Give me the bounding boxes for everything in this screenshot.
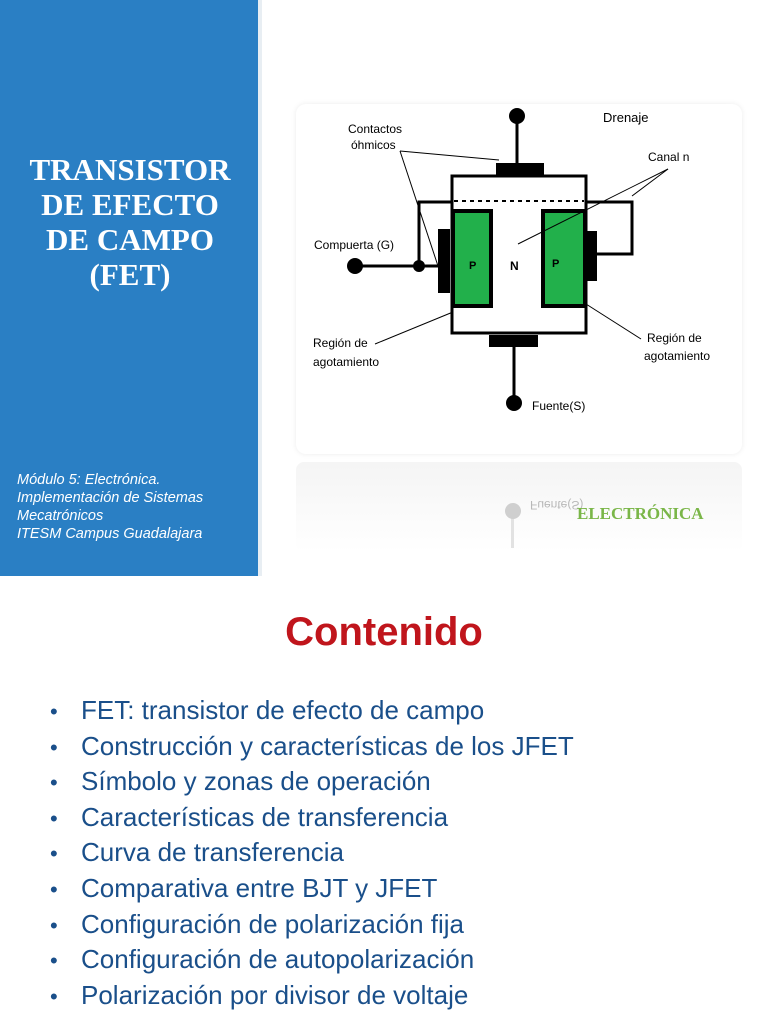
- list-item-text: FET: transistor de efecto de campo: [81, 695, 485, 725]
- panel-divider: [258, 0, 262, 576]
- list-item: • Curva de transferencia: [50, 835, 574, 871]
- list-item-text: Polarización por divisor de voltaje: [81, 979, 469, 1010]
- leader-line: [631, 168, 669, 197]
- leader-line: [585, 303, 642, 340]
- jfet-diagram: Drenaje Contactos óhmicos Canal n Compue…: [313, 108, 710, 413]
- reflection-stem: [511, 518, 514, 548]
- gate-label: Compuerta (G): [314, 238, 394, 252]
- leader-line: [399, 150, 439, 267]
- title-panel: [0, 0, 258, 576]
- bullet-icon: •: [50, 699, 58, 724]
- list-item-text: Construcción y características de los JF…: [81, 730, 574, 761]
- source-contact: [489, 335, 538, 347]
- list-item-text: Símbolo y zonas de operación: [81, 766, 431, 797]
- bullet-icon: •: [50, 770, 58, 796]
- list-item-text: Configuración de autopolarización: [81, 944, 475, 975]
- gate-wire-right: [586, 200, 634, 256]
- gate-wire-left: [417, 200, 452, 268]
- source-label: Fuente(S): [532, 399, 585, 413]
- reflection-label: Fuente(S): [530, 498, 584, 512]
- gate-contact-left: [438, 229, 450, 293]
- list-item: • Construcción y características de los J…: [50, 729, 574, 765]
- depletion-right-label: agotamiento: [644, 349, 710, 363]
- leader-line: [374, 311, 454, 345]
- brand-label: ELECTRÓNICA: [577, 504, 704, 523]
- list-item-text: Características de transferencia: [81, 801, 449, 832]
- channel-label: Canal n: [648, 150, 689, 164]
- subtitle-line: ITESM Campus Guadalajara: [17, 526, 203, 542]
- slide-title: TRANSISTOR DE EFECTO DE CAMPO (FET): [29, 152, 231, 292]
- list-item: • FET: transistor de efecto de campo: [50, 693, 574, 729]
- drain-contact: [496, 163, 544, 175]
- list-item-text: Configuración de polarización fija: [81, 908, 465, 939]
- depletion-left-label: agotamiento: [313, 355, 379, 369]
- bullet-icon: •: [50, 876, 58, 902]
- list-item-text: Curva de transferencia: [81, 837, 345, 868]
- subtitle-line: Implementación de Sistemas: [17, 490, 204, 506]
- list-item: • Configuración de autopolarización: [50, 942, 574, 978]
- p-region-left: [451, 209, 493, 308]
- bullet-icon: •: [50, 983, 58, 1009]
- list-item-text: Comparativa entre BJT y JFET: [81, 872, 438, 903]
- gate-junction: [413, 260, 425, 272]
- depletion-left-label: Región de: [313, 336, 368, 350]
- depletion-right-label: Región de: [647, 331, 702, 345]
- reflection-terminal: [505, 503, 521, 519]
- bullet-icon: •: [50, 948, 58, 974]
- list-item: • Comparativa entre BJT y JFET: [50, 871, 574, 907]
- ohmic-contacts-label: Contactos: [348, 122, 402, 136]
- list-item: • Polarización por divisor de voltaje: [50, 978, 574, 1014]
- slide-subtitle: Módulo 5: Electrónica. Implementación de…: [17, 471, 257, 543]
- bullet-icon: •: [50, 841, 58, 867]
- bullet-icon: •: [50, 734, 58, 760]
- p-region-right: [541, 209, 587, 308]
- p-left-label: P: [469, 260, 476, 272]
- content-list: • FET: transistor de efecto de campo • Con…: [50, 693, 574, 1013]
- n-channel-label: N: [510, 259, 519, 273]
- gate-contact-right: [587, 231, 597, 281]
- content-title: Contenido: [285, 610, 483, 654]
- title-slide: TRANSISTOR DE EFECTO DE CAMPO (FET) Módu…: [0, 0, 742, 576]
- source-terminal: [506, 395, 522, 411]
- list-item: • Configuración de polarización fija: [50, 907, 574, 943]
- list-item: • Características de transferencia: [50, 800, 574, 836]
- bullet-icon: •: [50, 805, 58, 831]
- p-right-label: P: [552, 258, 559, 270]
- list-item: • Símbolo y zonas de operación: [50, 764, 574, 800]
- leader-line: [517, 168, 669, 245]
- subtitle-line: Mecatrónicos: [17, 508, 104, 524]
- ohmic-contacts-label: óhmicos: [351, 138, 396, 152]
- subtitle-line: Módulo 5: Electrónica.: [17, 472, 161, 488]
- leader-line: [399, 150, 500, 161]
- drain-label: Drenaje: [603, 110, 649, 125]
- bullet-icon: •: [50, 912, 58, 938]
- gate-terminal: [347, 258, 363, 274]
